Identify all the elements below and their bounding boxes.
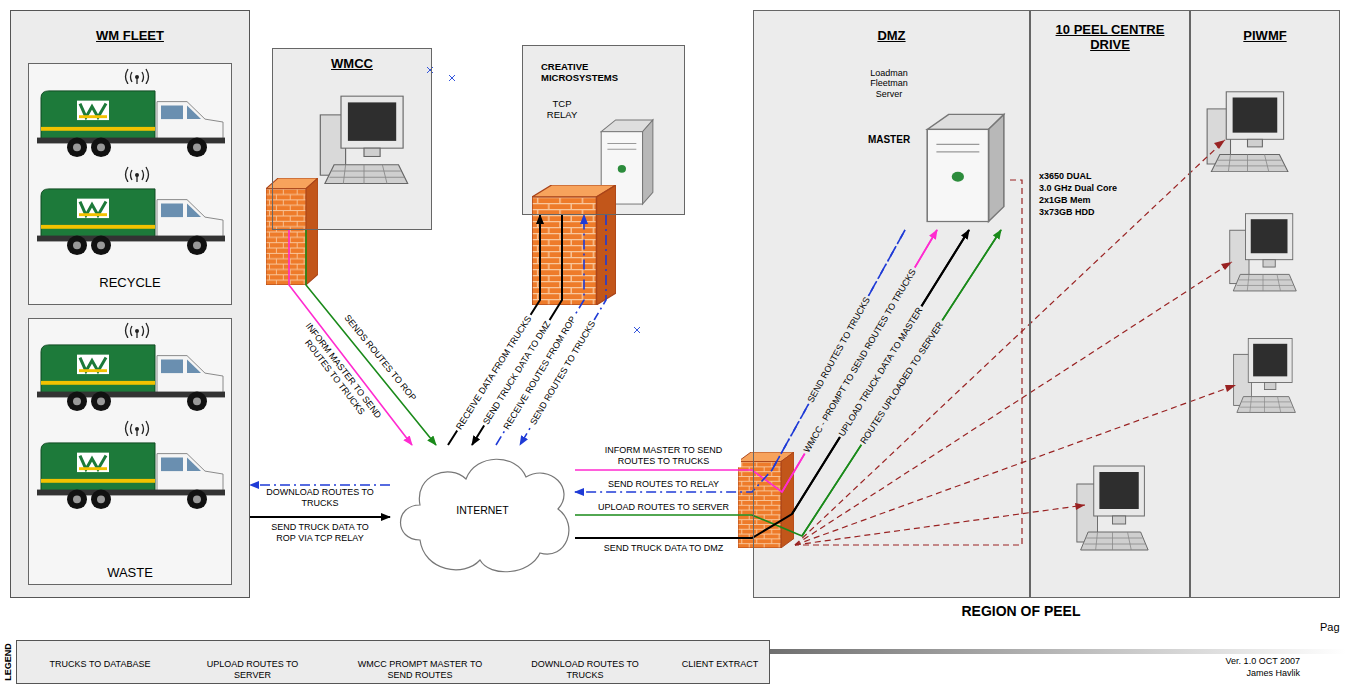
connector	[250, 516, 390, 518]
connector-label: INFORM MASTER TO SEND ROUTES TO TRUCKS	[293, 319, 384, 429]
connector-label: DOWNLOAD ROUTES TO TRUCKS	[261, 487, 380, 509]
connector-label: SEND TRUCK DATA TO ROP VIA TCP RELAY	[261, 522, 380, 544]
node-text: x3650 DUAL	[1039, 171, 1184, 181]
dmz-link-line	[782, 230, 937, 492]
node-heading: WASTE	[29, 566, 231, 581]
connector	[289, 230, 412, 445]
footer-bar	[770, 649, 1346, 654]
legend-title: LEGEND	[3, 641, 14, 683]
truck-group-box: RECYCLE	[28, 63, 232, 305]
node-heading: 10 PEEL CENTRE DRIVE	[1041, 23, 1179, 53]
server-node: Loadman Fleetman ServerMASTER	[850, 68, 1015, 230]
relay-panel: CREATIVE MICROSYSTEMS TCP RELAY	[522, 45, 685, 215]
node-heading: PIWMF	[1191, 29, 1339, 44]
connector-label: RECEIVE DATA FROM TRUCKS	[453, 312, 535, 433]
connector-label: SENDS ROUTES TO ROP	[340, 311, 419, 405]
server-icons	[601, 114, 1004, 221]
legend-text: WMCC PROMPT MASTER TO SEND ROUTES	[356, 659, 485, 680]
legend-text: UPLOAD ROUTES TO SERVER	[201, 659, 305, 680]
link-label: WMCC - PROMPT TO SEND ROUTES TO TRUCKS	[800, 266, 919, 457]
node-heading: WMCC	[273, 57, 431, 72]
connector-label: SEND ROUTES TO TRUCKS	[527, 317, 599, 428]
node-text: 2x1GB Mem	[1039, 195, 1184, 205]
internet-cloud: INTERNET	[390, 445, 575, 580]
node-text: 3x73GB HDD	[1039, 207, 1184, 217]
version-note: Ver. 1.0 OCT 2007	[1224, 656, 1302, 667]
site-panel: PIWMF	[1190, 10, 1340, 598]
connector-label: UPLOAD ROUTES TO SERVER	[596, 502, 731, 513]
connector	[306, 230, 436, 445]
connector	[250, 484, 390, 486]
connector-label: SEND ROUTES TO RELAY	[606, 479, 721, 490]
link-label: SEND ROUTES TO TRUCKS	[804, 294, 873, 407]
node-heading: RECYCLE	[29, 276, 231, 291]
node-heading: INTERNET	[390, 504, 575, 516]
node-text: MASTER	[858, 134, 920, 146]
site-panel: WMCC	[272, 48, 432, 230]
link-label: UPLOAD TRUCK DATA TO MASTER	[835, 304, 925, 440]
client-extract-lines	[795, 140, 1236, 545]
connector	[520, 215, 606, 445]
connector-label: SEND TRUCK DATA TO DMZ	[480, 317, 554, 428]
truck-group-box: WASTE	[28, 318, 232, 585]
connector-label: INFORM MASTER TO SEND ROUTES TO TRUCKS	[587, 445, 741, 467]
legend-text: DOWNLOAD ROUTES TO TRUCKS	[526, 659, 645, 680]
connector	[575, 230, 969, 538]
dmz-link-line	[802, 230, 1001, 536]
link-label: ROUTES UPLOADED TO SERVER	[857, 318, 946, 448]
dmz-panel: DMZ Loadman Fleetman ServerMASTER	[753, 10, 1030, 598]
dmz-link-line	[792, 230, 969, 514]
legend-text: CLIENT EXTRACT	[680, 659, 760, 670]
connector	[575, 230, 937, 492]
connector	[575, 230, 1001, 536]
node-heading: DMZ	[754, 29, 1029, 44]
client-extract-heads	[1075, 140, 1236, 510]
site-panel: 10 PEEL CENTRE DRIVE x3650 DUAL 3.0 GHz Du…	[1030, 10, 1190, 598]
node-heading: WM FLEET	[11, 29, 249, 44]
connector-label: RECEIVE ROUTES FROM ROP	[500, 312, 579, 433]
node-text: 3.0 GHz Dual Core	[1039, 183, 1184, 193]
node-heading: CREATIVE MICROSYSTEMS	[541, 62, 661, 84]
node-heading: Loadman Fleetman Server	[860, 68, 918, 99]
fleet-panel: WM FLEET RECYCLE WASTE	[10, 10, 250, 598]
stray-marks	[427, 67, 640, 333]
version-note: James Havlik	[1244, 668, 1302, 679]
node-heading: REGION OF PEEL	[896, 603, 1146, 619]
page-label: Pag	[1318, 621, 1342, 634]
legend-box	[16, 640, 770, 684]
connector	[496, 215, 584, 445]
legend-text: TRUCKS TO DATABASE	[48, 659, 153, 670]
node-text: TCP RELAY	[539, 99, 585, 121]
dmz-link-line	[772, 230, 905, 470]
region-outline: REGION OF PEELDMZLoadman Fleetman Server…	[753, 10, 1340, 598]
connector-label: SEND TRUCK DATA TO DMZ	[602, 543, 726, 554]
